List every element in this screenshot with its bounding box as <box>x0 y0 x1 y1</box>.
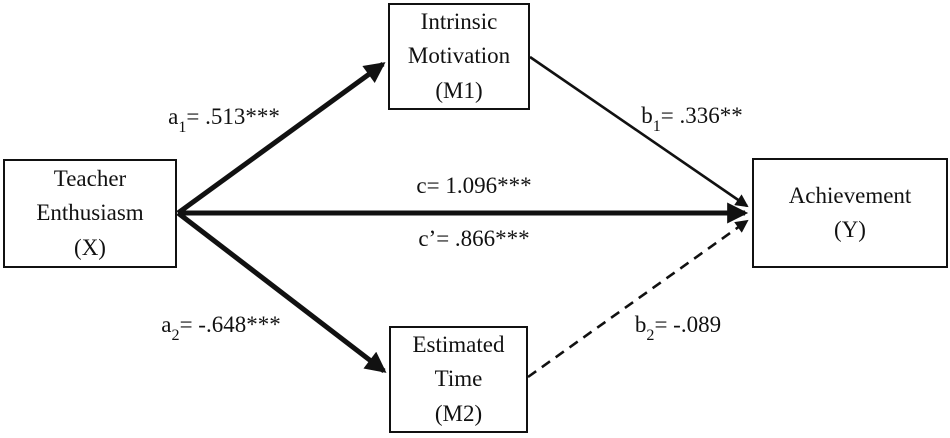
coefficient-value: = 1.096*** <box>426 173 532 198</box>
arrow-b2-m2-to-y <box>527 219 749 379</box>
box-text-line: (X) <box>74 234 106 260</box>
box-text-line: (M1) <box>435 77 483 103</box>
arrow-a1-x-to-m1 <box>176 61 386 216</box>
path-label-c-prime: c’= .866*** <box>418 225 529 253</box>
coefficient-subscript: 1 <box>652 117 661 135</box>
coefficient-name: a <box>161 312 172 337</box>
coefficient-value: = -.648*** <box>179 312 281 337</box>
coefficient-name: b <box>634 312 647 337</box>
box-text-line: Estimated <box>412 331 505 357</box>
coefficient-name: b <box>641 103 653 128</box>
box-text-line: Enthusiasm <box>36 200 144 226</box>
box-text-line: Intrinsic <box>420 8 498 34</box>
box-text-line: Teacher <box>53 165 127 191</box>
coefficient-name: c <box>416 173 427 198</box>
coefficient-value: = -.089 <box>654 312 722 337</box>
path-label-a1: a1= .513*** <box>168 103 280 135</box>
path-label-b1: b1= .336** <box>641 102 743 134</box>
coefficient-subscript: 1 <box>178 118 187 136</box>
coefficient-value: = .336** <box>660 103 743 128</box>
coefficient-name: c’ <box>418 226 437 251</box>
arrow-a2-x-to-m2 <box>176 211 387 373</box>
box-achievement-y: Achievement (Y) <box>752 158 948 268</box>
coefficient-value: = .866*** <box>436 226 530 251</box>
box-text-line: (M2) <box>434 400 483 426</box>
path-label-a2: a2= -.648*** <box>161 311 281 343</box>
coefficient-value: = .513*** <box>186 104 280 129</box>
box-text-line: Motivation <box>407 43 511 69</box>
coefficient-subscript: 2 <box>646 326 655 344</box>
path-label-c: c= 1.096*** <box>416 172 531 200</box>
coefficient-name: a <box>168 104 179 129</box>
arrow-b1-m1-to-y <box>529 55 749 208</box>
box-teacher-enthusiasm-x: Teacher Enthusiasm (X) <box>3 159 177 268</box>
box-text-line: Time <box>434 366 483 392</box>
box-text-line: Achievement <box>788 182 912 208</box>
coefficient-subscript: 2 <box>171 326 180 344</box>
box-intrinsic-motivation-m1: Intrinsic Motivation (M1) <box>388 3 530 110</box>
box-text-line: (Y) <box>834 217 866 242</box>
path-label-b2: b2= -.089 <box>634 311 722 343</box>
box-estimated-time-m2: Estimated Time (M2) <box>389 326 528 433</box>
